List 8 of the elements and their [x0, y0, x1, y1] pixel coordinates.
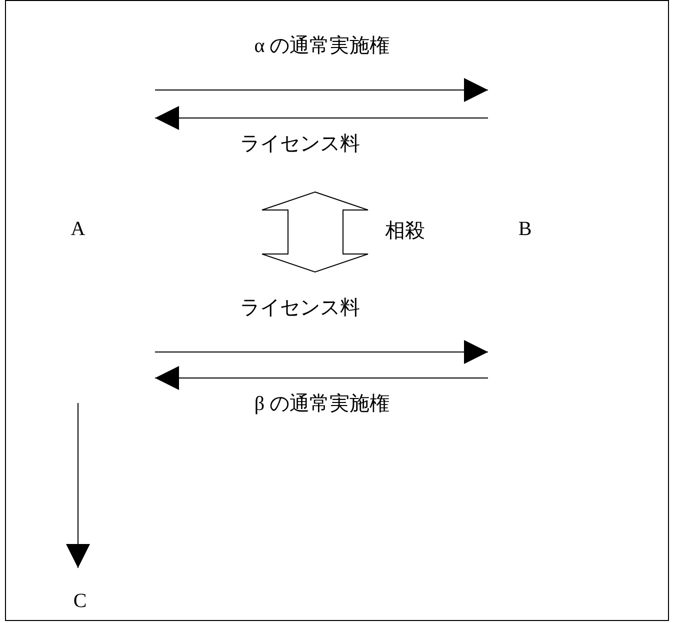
text-label: ライセンス料: [240, 132, 360, 157]
text-label: α の通常実施権: [254, 34, 390, 59]
text-label: ライセンス料: [240, 296, 360, 321]
text-label: β の通常実施権: [254, 392, 390, 417]
text-label: C: [73, 590, 87, 613]
text-label: A: [70, 218, 86, 241]
text-label: 相殺: [385, 219, 425, 244]
text-label: B: [518, 218, 532, 241]
